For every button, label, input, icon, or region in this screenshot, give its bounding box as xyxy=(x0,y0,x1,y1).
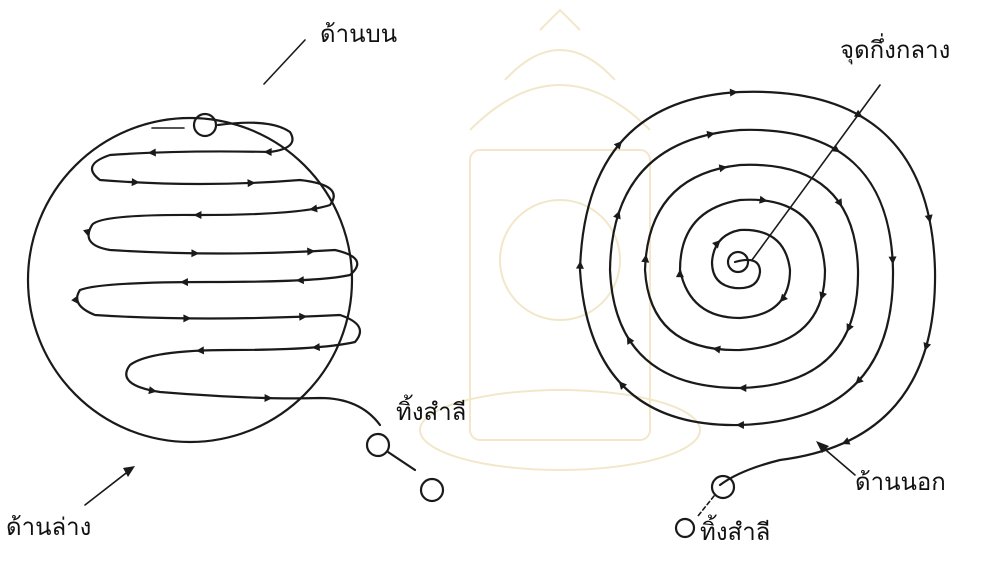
right-exit-cotton-1 xyxy=(712,476,734,498)
direction-arrowhead xyxy=(299,312,307,320)
direction-arrowhead xyxy=(148,149,156,157)
label-exit-right: ทิ้งสำลี xyxy=(700,520,770,544)
direction-arrowhead xyxy=(576,260,584,268)
direction-arrowhead xyxy=(132,178,140,186)
left-exit-cotton-1 xyxy=(367,434,389,456)
direction-arrowhead xyxy=(307,247,315,255)
direction-arrowhead xyxy=(180,278,188,286)
left-zigzag-panel xyxy=(28,40,443,505)
direction-arrowhead xyxy=(296,276,304,284)
direction-arrowhead xyxy=(247,179,255,187)
left-exit-cotton-2 xyxy=(421,479,443,501)
label-top: ด้านบน xyxy=(320,22,397,46)
direction-arrowhead xyxy=(736,421,744,429)
right-exit-cotton-2 xyxy=(676,519,694,537)
direction-arrowhead xyxy=(676,269,684,277)
label-exit-left: ทิ้งสำลี xyxy=(396,400,466,424)
bottom-pointer-arrow xyxy=(85,470,130,505)
right-exit-line xyxy=(698,496,714,516)
direction-arrowhead xyxy=(738,384,746,392)
direction-arrowhead xyxy=(889,256,897,264)
direction-arrowhead xyxy=(613,209,623,219)
direction-arrowhead xyxy=(843,323,854,334)
top-pointer-arrow xyxy=(264,40,305,84)
direction-arrowhead xyxy=(183,314,191,322)
direction-arrowhead xyxy=(264,148,272,156)
direction-arrowhead xyxy=(730,88,738,96)
label-bottom: ด้านล่าง xyxy=(6,515,91,539)
left-zigzag-path xyxy=(77,123,380,425)
direction-arrowhead xyxy=(191,249,199,257)
label-center: จุดกึ่งกลาง xyxy=(840,38,950,62)
direction-arrowhead xyxy=(641,254,650,263)
left-exit-line xyxy=(388,452,415,470)
direction-arrowhead xyxy=(264,394,272,402)
direction-arrowhead xyxy=(311,343,320,352)
direction-arrowhead xyxy=(196,346,204,354)
label-outer: ด้านนอก xyxy=(855,470,946,494)
direction-arrowhead xyxy=(193,211,201,219)
direction-arrowhead xyxy=(840,437,851,448)
left-start-cotton xyxy=(194,114,216,136)
